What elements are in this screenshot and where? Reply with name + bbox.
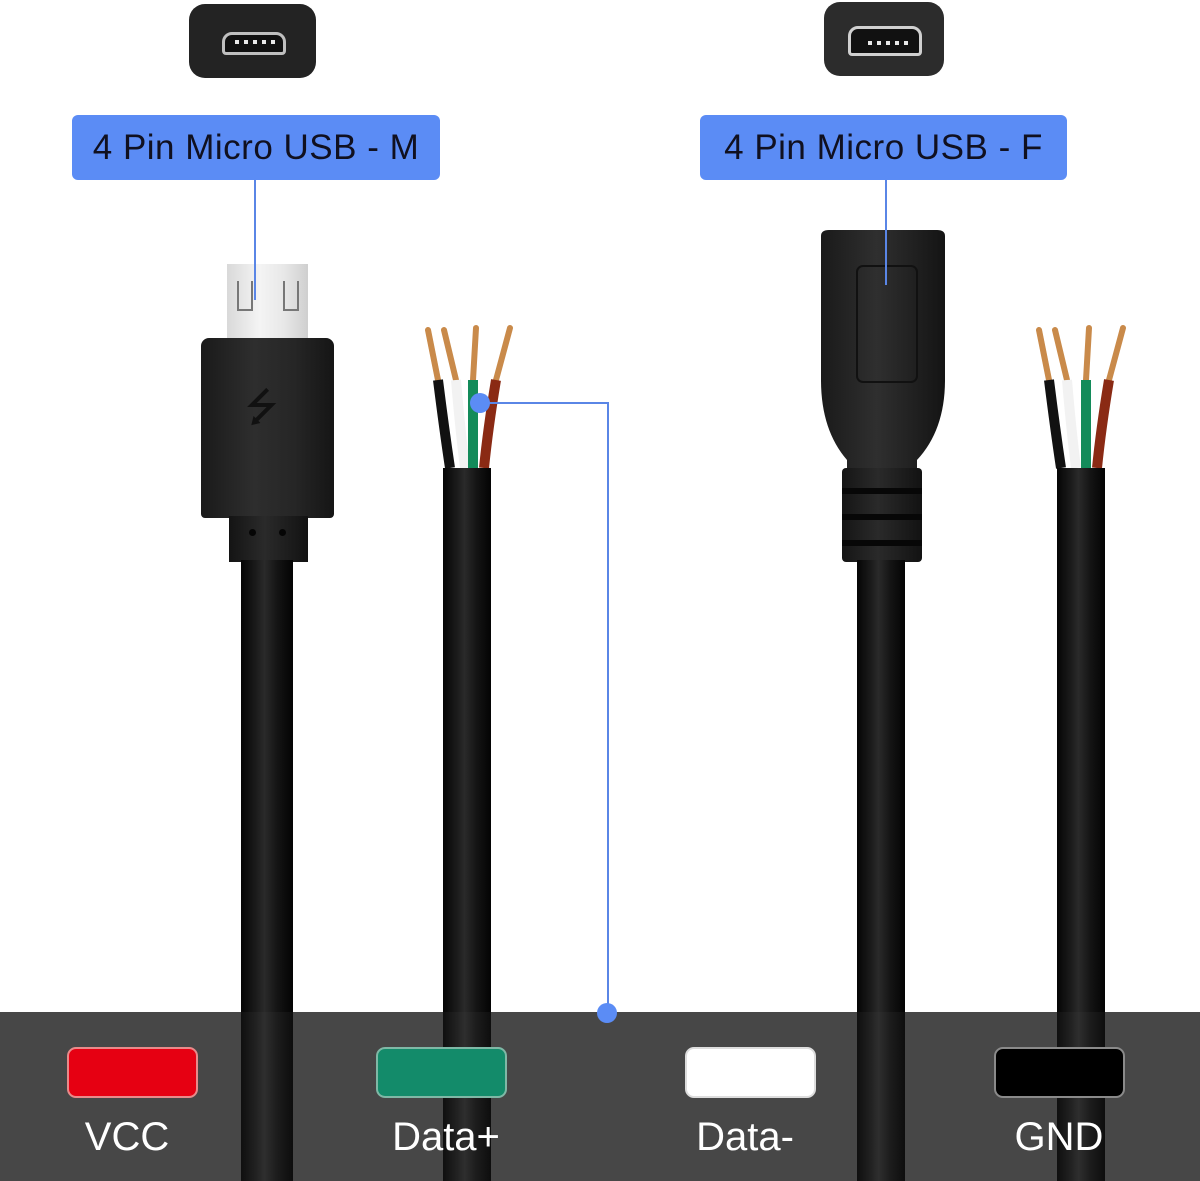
wire-callout-end-dot [597, 1003, 617, 1023]
male-port-pins [235, 40, 275, 44]
male-connector-label: 4 Pin Micro USB - M [72, 115, 440, 180]
legend-swatch-vcc [67, 1047, 198, 1098]
male-plug-body: ⭍ [201, 338, 334, 518]
male-plug-metal-tip [227, 264, 308, 339]
legend-label-gnd: GND [1014, 1115, 1104, 1159]
left-stripped-wires [425, 325, 513, 469]
wire-callout-horizontal-line [480, 402, 609, 404]
legend-swatch-data-plus [376, 1047, 507, 1098]
male-plug-strain-relief [229, 516, 308, 562]
female-strain-relief [842, 468, 922, 562]
female-port-slot [848, 26, 922, 56]
male-cable-over-legend [241, 1012, 293, 1181]
usb-trident-icon: ⭍ [245, 386, 279, 430]
legend-swatch-gnd [994, 1047, 1125, 1098]
wire-callout-start-dot [470, 393, 490, 413]
female-connector-label: 4 Pin Micro USB - F [700, 115, 1067, 180]
female-cable-over-legend [857, 1012, 905, 1181]
legend-swatch-data-minus [685, 1047, 816, 1098]
legend-label-data-plus: Data+ [392, 1115, 500, 1159]
legend-label-vcc: VCC [84, 1115, 170, 1159]
male-port-end-view [189, 4, 316, 78]
female-port-end-view [824, 2, 944, 76]
female-plug-body [817, 230, 949, 470]
right-stripped-wires [1036, 325, 1126, 469]
wire-callout-vertical-line [607, 402, 609, 1012]
legend-label-data-minus: Data- [696, 1115, 794, 1159]
female-label-leader-line [885, 180, 887, 285]
male-label-leader-line [254, 180, 256, 300]
female-port-pins [868, 41, 908, 45]
